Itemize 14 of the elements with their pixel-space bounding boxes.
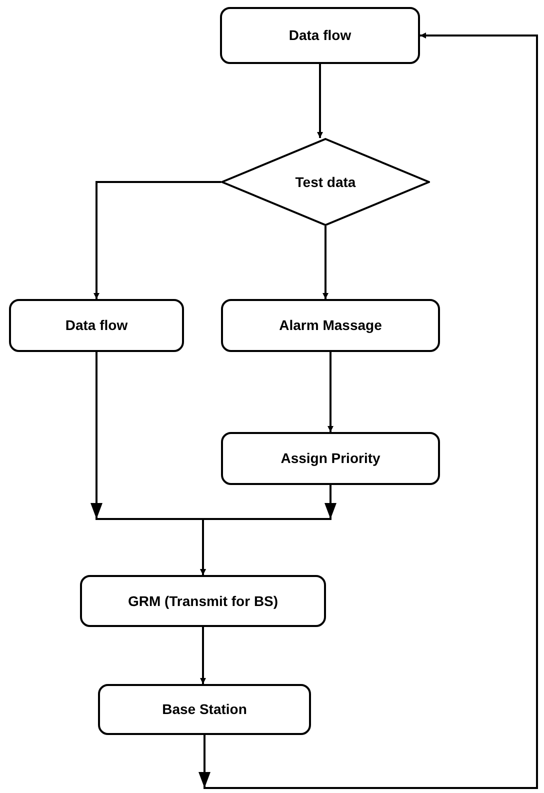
node-label: Data flow — [288, 26, 352, 45]
node-label: GRM (Transmit for BS) — [128, 592, 278, 611]
process-box — [221, 432, 440, 485]
process-box — [220, 7, 420, 64]
node-label: Base Station — [162, 700, 247, 719]
process-box — [9, 299, 184, 352]
process-box — [221, 299, 440, 352]
process-box — [98, 684, 311, 735]
process-box — [80, 575, 326, 627]
node-label: Assign Priority — [280, 449, 380, 468]
node-label: Alarm Massage — [279, 316, 382, 335]
node-label: Test data — [295, 172, 356, 192]
node-label: Data flow — [65, 316, 128, 335]
decision-diamond — [221, 138, 430, 226]
